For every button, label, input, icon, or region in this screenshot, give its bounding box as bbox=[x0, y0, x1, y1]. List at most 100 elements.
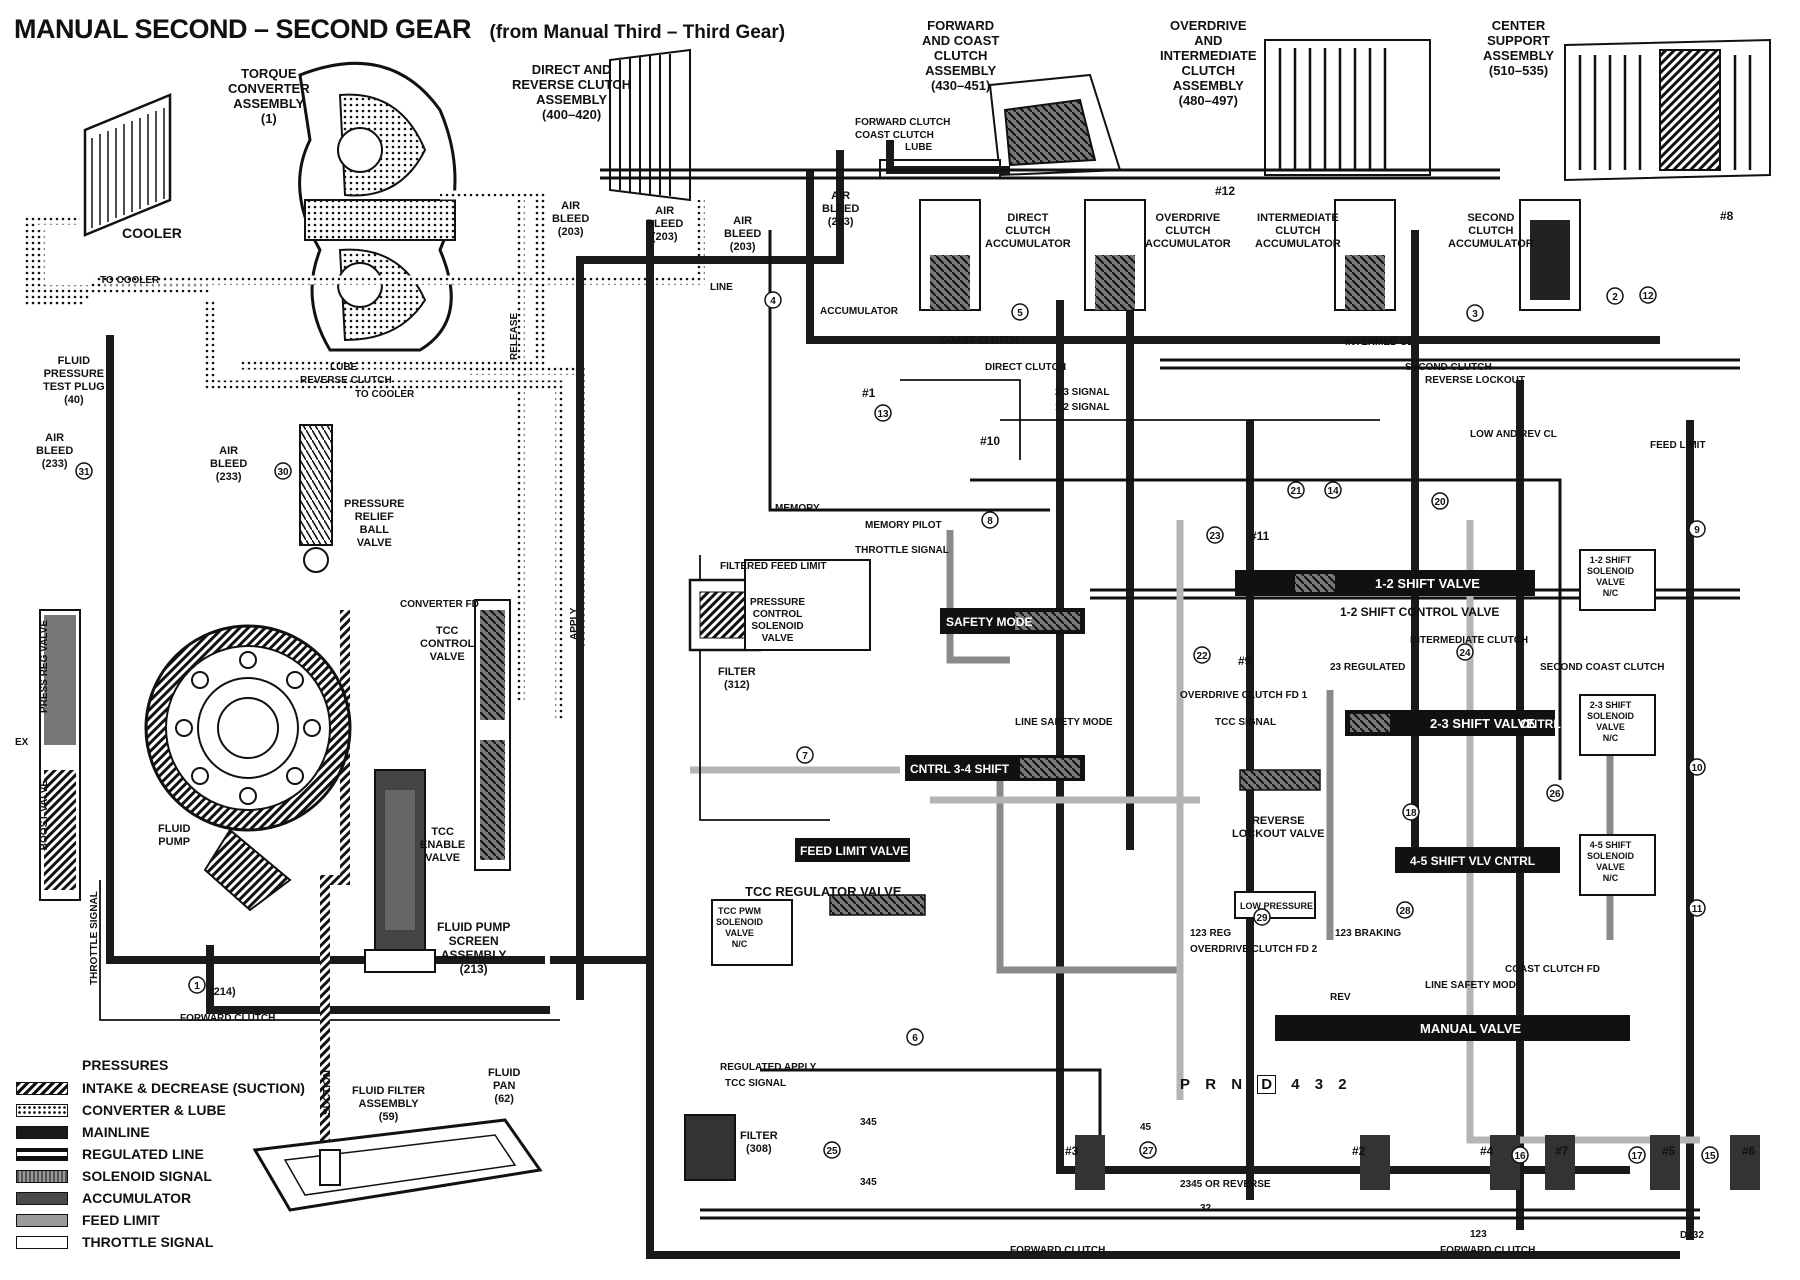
legend-item: ACCUMULATOR bbox=[16, 1187, 305, 1209]
circuit-throttle-signal-left: THROTTLE SIGNAL bbox=[89, 891, 100, 985]
fluid-pump-drawing bbox=[144, 624, 352, 912]
checkball-labels: #1 #2 #3 #4 #5 #6 #7 #8 #9 #10 #11 #12 bbox=[862, 184, 1756, 1158]
circuit-line-a: LINE bbox=[710, 282, 733, 293]
ref-1: 1 bbox=[188, 976, 206, 994]
legend-swatch-throttle bbox=[16, 1235, 68, 1249]
gear-r: R bbox=[1205, 1076, 1217, 1093]
circuit-direct-clutch: DIRECT CLUTCH bbox=[985, 362, 1066, 373]
svg-text:4: 4 bbox=[770, 296, 776, 307]
svg-text:28: 28 bbox=[1399, 906, 1411, 917]
svg-text:3: 3 bbox=[1472, 309, 1478, 320]
shift-23-cntrl-label: CNTRL bbox=[1520, 717, 1561, 731]
regulated-line-passages bbox=[600, 168, 1740, 1220]
circuit-345-b: 345 bbox=[860, 1177, 877, 1188]
tcc-regulator-valve-label: TCC REGULATOR VALVE bbox=[745, 884, 902, 899]
ref-21: 21 bbox=[1287, 481, 1305, 499]
legend-swatch-regline bbox=[16, 1147, 68, 1161]
legend-item: REGULATED LINE bbox=[16, 1143, 305, 1165]
svg-text:15: 15 bbox=[1704, 1151, 1716, 1162]
checkball-4: #4 bbox=[1480, 1144, 1494, 1158]
legend-swatch-converter bbox=[16, 1103, 68, 1117]
circuit-coast-clutch-fd: COAST CLUTCH FD bbox=[1505, 964, 1600, 975]
svg-text:11: 11 bbox=[1692, 904, 1703, 915]
title-main: MANUAL SECOND – SECOND GEAR bbox=[14, 14, 472, 44]
circuit-to-cooler: TO COOLER bbox=[100, 275, 160, 286]
circuit-345: 345 bbox=[860, 1117, 877, 1128]
circuit-intermediate-clutch: INTERMEDIATE CLUTCH bbox=[1410, 635, 1528, 646]
legend-item: SOLENOID SIGNAL bbox=[16, 1165, 305, 1187]
caption-filter-308: FILTER(308) bbox=[740, 1130, 778, 1155]
legend-item: THROTTLE SIGNAL bbox=[16, 1231, 305, 1253]
circuit-line-safety-mode-b: LINE SAFETY MODE bbox=[1425, 980, 1523, 991]
pressure-relief-valve-drawing bbox=[299, 424, 333, 573]
svg-text:16: 16 bbox=[1514, 1151, 1526, 1162]
checkball-2: #2 bbox=[1352, 1144, 1366, 1158]
checkball-7: #7 bbox=[1555, 1144, 1569, 1158]
ref-4: 4 bbox=[764, 291, 782, 309]
accumulators bbox=[919, 199, 1581, 311]
circuit-lube: LUBE bbox=[330, 362, 358, 373]
svg-text:2: 2 bbox=[1612, 292, 1618, 303]
legend-heading: PRESSURES bbox=[82, 1057, 169, 1073]
feed-limit-valve-label: FEED LIMIT VALVE bbox=[800, 844, 908, 858]
checkball-9: #9 bbox=[1238, 654, 1252, 668]
ref-3: 3 bbox=[1466, 304, 1484, 322]
circuit-line-safety-mode: LINE SAFETY MODE bbox=[1015, 717, 1113, 728]
gear-selector: P R N D 4 3 2 bbox=[1180, 1075, 1358, 1094]
svg-text:25: 25 bbox=[826, 1146, 838, 1157]
svg-text:20: 20 bbox=[1434, 497, 1446, 508]
circuit-release: RELEASE bbox=[509, 312, 520, 360]
checkball-5: #5 bbox=[1662, 1144, 1676, 1158]
low-pressure-label: LOW PRESSURE bbox=[1240, 901, 1313, 911]
ref-6: 6 bbox=[906, 1028, 924, 1046]
caption-cooler: COOLER bbox=[122, 225, 182, 241]
circuit-2345-or-reverse: 2345 OR REVERSE bbox=[1180, 1179, 1271, 1190]
gear-3: 3 bbox=[1314, 1076, 1324, 1093]
caption-press-reg-valve: PRESS REG VALVE bbox=[39, 620, 50, 713]
ref-8: 8 bbox=[981, 511, 999, 529]
svg-text:8: 8 bbox=[987, 516, 993, 527]
torque-converter-drawing bbox=[298, 61, 457, 352]
svg-text:10: 10 bbox=[1691, 763, 1703, 774]
legend-label: SOLENOID SIGNAL bbox=[82, 1168, 212, 1184]
checkball-10: #10 bbox=[980, 434, 1000, 448]
diagram-title: MANUAL SECOND – SECOND GEAR (from Manual… bbox=[14, 14, 785, 45]
ref-24: 24 bbox=[1456, 643, 1474, 661]
legend-item: INTAKE & DECREASE (SUCTION) bbox=[16, 1077, 305, 1099]
ref-25: 25 bbox=[823, 1141, 841, 1159]
ref-17: 17 bbox=[1628, 1146, 1646, 1164]
center-support-drawing bbox=[1564, 38, 1771, 182]
ref-15: 15 bbox=[1701, 1146, 1719, 1164]
circuit-123-reg: 123 REG bbox=[1190, 928, 1231, 939]
circuit-second-coast-clutch: SECOND COAST CLUTCH bbox=[1540, 662, 1664, 673]
circuit-reverse-lockout: REVERSE LOCKOUT bbox=[1425, 375, 1525, 386]
gear-n: N bbox=[1231, 1076, 1243, 1093]
legend-swatch-intake bbox=[16, 1081, 68, 1095]
legend-item: CONVERTER & LUBE bbox=[16, 1099, 305, 1121]
circled-numbers: 1 2 3 4 5 6 7 8 9 10 11 12 13 14 15 16 1… bbox=[75, 286, 1719, 1164]
checkball-8: #8 bbox=[1720, 209, 1734, 223]
ref-20: 20 bbox=[1431, 492, 1449, 510]
circuit-tcc-signal-bottom: TCC SIGNAL bbox=[725, 1078, 786, 1089]
caption-filter-312: FILTER(312) bbox=[718, 666, 756, 691]
ref-30: 30 bbox=[274, 462, 292, 480]
circuit-123: 123 bbox=[1470, 1229, 1487, 1240]
circuit-regulated-apply: REGULATED APPLY bbox=[720, 1062, 817, 1073]
shift-12-control-label: 1-2 SHIFT CONTROL VALVE bbox=[1340, 605, 1499, 619]
svg-text:17: 17 bbox=[1631, 1151, 1643, 1162]
shift-12-valve-label: 1-2 SHIFT VALVE bbox=[1375, 576, 1480, 591]
svg-text:9: 9 bbox=[1694, 525, 1700, 536]
shift-45-valve-label: 4-5 SHIFT VLV CNTRL bbox=[1410, 854, 1535, 868]
